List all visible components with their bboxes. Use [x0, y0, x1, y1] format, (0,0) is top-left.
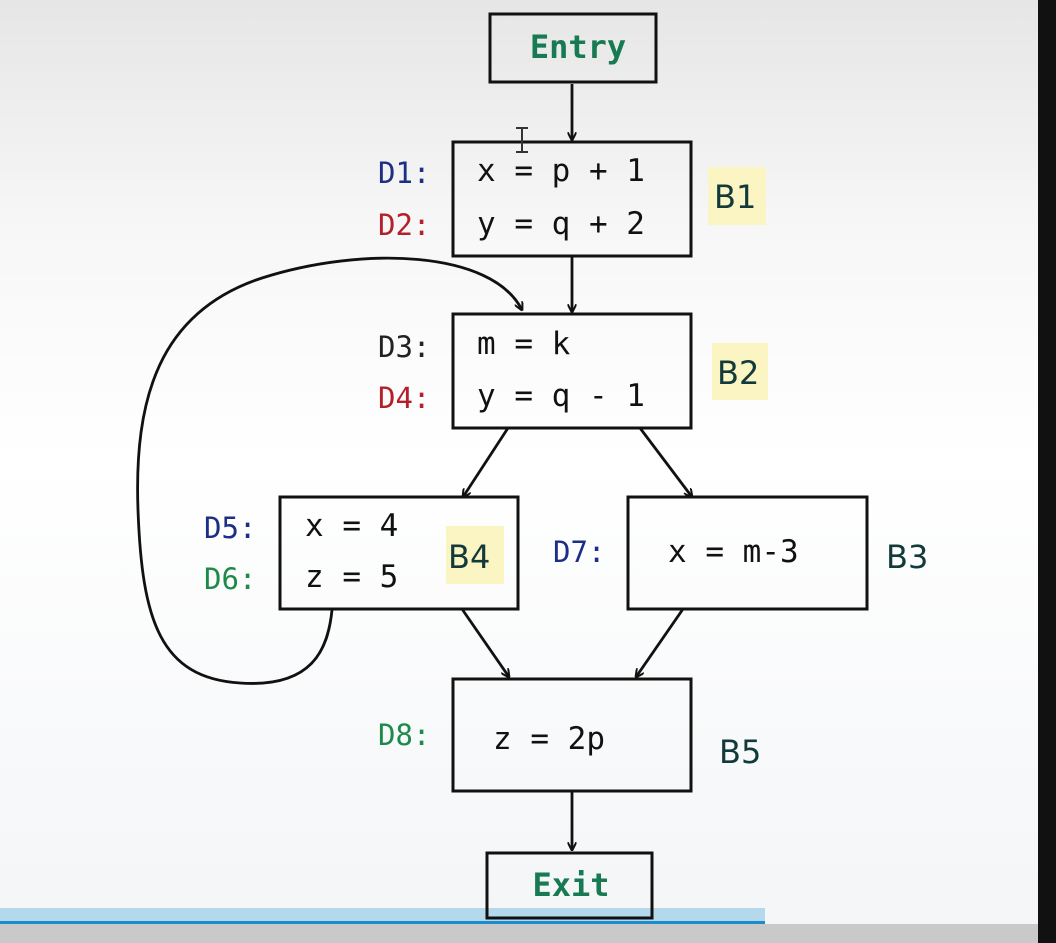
block-label-b4: B4: [448, 538, 490, 576]
block-label-bg-b4: [446, 526, 504, 584]
edge-b2-b4: [463, 427, 510, 497]
stmt-b4-1: x = 4: [305, 508, 398, 544]
def-label-d5: D5:: [204, 511, 256, 545]
block-label-b2: B2: [717, 354, 759, 392]
block-label-bg-b1: [708, 167, 766, 225]
block-label-b3: B3: [886, 538, 928, 576]
video-buffer-band: [0, 908, 765, 924]
edge-b4-b5: [460, 608, 509, 677]
exit-label: Exit: [532, 866, 609, 904]
stmt-b1-2: y = q + 2: [477, 206, 645, 242]
video-controls-bar[interactable]: [0, 924, 1038, 943]
def-label-d3: D3:: [378, 330, 430, 364]
control-flow-graph: Entry D1: D2: x = p + 1 y = q + 2 B1 D3:…: [136, 12, 928, 920]
block-b3: D7: x = m-3 B3: [553, 495, 928, 611]
text-cursor-icon: [516, 127, 528, 153]
def-label-d2: D2:: [378, 208, 430, 242]
edge-b3-b5: [636, 608, 685, 677]
block-label-b5: B5: [719, 733, 761, 771]
block-b4: D5: D6: x = 4 z = 5 B4: [204, 495, 520, 611]
block-b5: D8: z = 2p B5: [378, 677, 761, 793]
window-edge: [1038, 0, 1056, 943]
def-label-d6: D6:: [204, 562, 256, 596]
stmt-b3-1: x = m-3: [668, 534, 799, 570]
def-label-d1: D1:: [378, 156, 430, 190]
block-label-b1: B1: [714, 178, 756, 216]
def-label-d4: D4:: [378, 381, 430, 415]
block-label-bg-b2: [712, 343, 768, 400]
block-b2: D3: D4: m = k y = q - 1 B2: [378, 312, 768, 430]
exit-node: Exit: [485, 851, 654, 920]
def-label-d8: D8:: [378, 718, 430, 752]
stmt-b4-2: z = 5: [305, 559, 398, 595]
def-label-d7: D7:: [553, 535, 605, 569]
video-progress-bar[interactable]: [0, 921, 765, 924]
stmt-b1-1: x = p + 1: [477, 153, 645, 189]
block-b1: D1: D2: x = p + 1 y = q + 2 B1: [378, 140, 766, 258]
entry-node: Entry: [488, 12, 658, 84]
edge-b2-b3: [638, 427, 692, 497]
edge-b4-b2-loop: [136, 256, 522, 685]
entry-label: Entry: [530, 28, 626, 66]
stmt-b2-2: y = q - 1: [477, 378, 645, 414]
stmt-b5-1: z = 2p: [493, 721, 605, 757]
stmt-b2-1: m = k: [477, 326, 571, 362]
